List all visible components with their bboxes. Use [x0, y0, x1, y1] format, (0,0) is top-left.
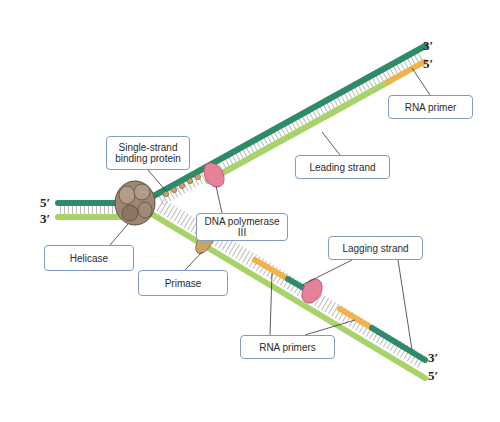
callout-box: DNA polymerase III	[196, 213, 288, 241]
callout-text-group: Leading strand	[309, 162, 375, 173]
base-pairs	[160, 205, 422, 362]
callout-text-group: RNA primers	[259, 342, 316, 353]
strand-end-label: 3′	[40, 211, 50, 227]
callout-text: Lagging strand	[342, 243, 408, 254]
callout-box: Helicase	[44, 245, 134, 271]
polymerase-protein	[200, 159, 229, 191]
leader-lines	[110, 68, 430, 350]
callout-text-group: Lagging strand	[342, 243, 408, 254]
callout-text: Helicase	[70, 253, 108, 264]
rna-primer-segment	[340, 309, 372, 328]
callout-box: Single-strand binding protein	[106, 136, 190, 170]
strand-end-label: 3′	[428, 350, 438, 366]
callout-text: Leading strand	[309, 162, 375, 173]
callout-box: Lagging strand	[328, 236, 423, 260]
callout-box: Leading strand	[295, 155, 390, 179]
okazaki-fragment	[372, 328, 425, 360]
base-pairs	[160, 54, 422, 199]
strand-end-label: 3′	[423, 38, 433, 54]
callout-box: RNA primer	[388, 95, 473, 119]
callout-text-group: RNA primer	[405, 102, 457, 113]
strand-end-label: 5′	[423, 56, 433, 72]
callout-text: Primase	[165, 278, 202, 289]
callout-text-group: Primase	[165, 278, 202, 289]
callout-text: DNA polymerase III	[201, 216, 283, 238]
callout-box: Primase	[138, 270, 228, 296]
helicase-protein	[115, 181, 155, 225]
callout-text: RNA primers	[259, 342, 316, 353]
ssb-proteins	[163, 174, 200, 196]
leading-strand-dna	[208, 81, 390, 181]
template-strand	[150, 46, 425, 198]
rna-primer-segment	[388, 62, 424, 82]
callout-box: RNA primers	[240, 335, 335, 359]
callout-text-group: DNA polymerase III	[201, 216, 283, 238]
callout-text-group: Helicase	[70, 253, 108, 264]
callout-text-group: Single-strand binding protein	[111, 142, 185, 164]
strand-end-label: 5′	[40, 195, 50, 211]
strand-end-label: 5′	[428, 368, 438, 384]
callout-text: Single-strand binding protein	[111, 142, 185, 164]
callout-text: RNA primer	[405, 102, 457, 113]
